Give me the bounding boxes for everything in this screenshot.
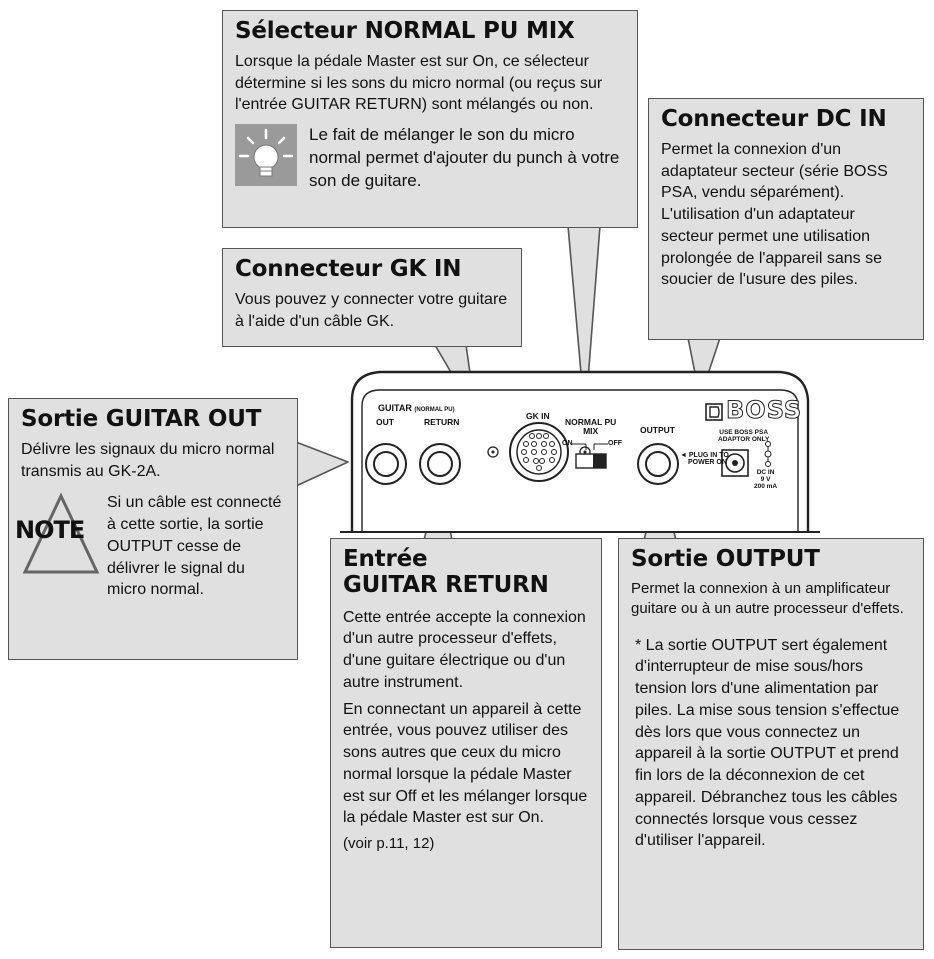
- out-label: OUT: [376, 417, 394, 427]
- psa-label-group: USE BOSS PSA ADAPTOR ONLY: [718, 429, 770, 444]
- gk-in-connector[interactable]: [487, 422, 591, 482]
- gk-in-label: GK IN: [526, 411, 550, 421]
- output-label: OUTPUT: [640, 425, 675, 435]
- mix-label-group: NORMAL PU MIX: [565, 418, 616, 436]
- plug-in-label-group: ◄ PLUG IN TO POWER ON: [680, 452, 729, 467]
- guitar-return-title-2: GUITAR RETURN: [343, 571, 549, 598]
- mix-label-1: NORMAL PU: [565, 417, 617, 427]
- normal-pu-mix-tip-text: Le fait de mélanger le son du micro norm…: [309, 125, 620, 190]
- output-text-2: * La sortie OUTPUT sert également d'inte…: [635, 636, 900, 850]
- callout-normal-pu-mix: Sélecteur NORMAL PU MIX Lorsque la pédal…: [222, 10, 638, 228]
- polarity-icon: [764, 441, 772, 467]
- guitar-return-ref: (voir p.11, 12): [343, 835, 435, 852]
- note-label: NOTE: [15, 516, 85, 545]
- guitar-out-title: Sortie GUITAR OUT: [21, 406, 262, 432]
- normal-pu-mix-text: Lorsque la pédale Master est sur On, ce …: [235, 52, 603, 114]
- normal-pu-mix-tip: Le fait de mélanger le son du micro norm…: [235, 124, 625, 192]
- psa-label-1: USE BOSS PSA: [719, 429, 769, 436]
- lightbulb-icon: [235, 124, 297, 186]
- guitar-out-note: NOTE Si un câble est connecté à cette so…: [15, 492, 285, 601]
- guitar-return-title: Entrée GUITAR RETURN: [343, 546, 589, 599]
- guitar-return-jack[interactable]: [419, 443, 461, 485]
- dc-in-text-2: L'utilisation d'un adaptateur secteur pe…: [661, 206, 882, 289]
- on-label: ON: [562, 440, 573, 447]
- callout-gk-in: Connecteur GK IN Vous pouvez y connecter…: [222, 248, 522, 347]
- off-label: OFF: [608, 440, 622, 447]
- normal-pu-mix-switch[interactable]: [572, 443, 608, 469]
- output-jack[interactable]: [637, 443, 679, 485]
- dc-label-2: 9 V: [760, 475, 771, 483]
- guitar-label: GUITAR: [378, 403, 412, 413]
- pedal-rear-panel: GUITAR (NORMAL PU) OUT RETURN GK IN NORM…: [340, 360, 820, 535]
- guitar-return-text-1: Cette entrée accepte la connexion d'un a…: [343, 608, 586, 691]
- dc-label-3: 200 mA: [754, 482, 778, 490]
- dc-in-text-1: Permet la connexion d'un adaptateur sect…: [661, 140, 888, 202]
- dc-in-jack[interactable]: [721, 449, 749, 477]
- callout-output: Sortie OUTPUT Permet la connexion à un a…: [618, 538, 924, 950]
- callout-guitar-out: Sortie GUITAR OUT Délivre les signaux du…: [8, 398, 298, 660]
- note-triangle-icon: NOTE: [15, 492, 101, 576]
- guitar-return-title-1: Entrée: [343, 546, 428, 572]
- psa-label-2: ADAPTOR ONLY: [718, 435, 770, 443]
- plug-in-label-2: POWER ON: [688, 459, 727, 467]
- output-title: Sortie OUTPUT: [631, 546, 820, 572]
- gk-in-title: Connecteur GK IN: [235, 256, 462, 282]
- output-text-1: Permet la connexion à un amplificateur g…: [631, 579, 904, 618]
- mix-label-2: MIX: [583, 425, 599, 436]
- guitar-return-text-2: En connectant un appareil à cette entrée…: [343, 700, 588, 827]
- dc-in-title: Connecteur DC IN: [661, 106, 887, 132]
- guitar-out-note-text: Si un câble est connecté à cette sortie,…: [107, 494, 282, 599]
- boss-logo-text: BOSS: [725, 396, 803, 424]
- dc-label-group: DC IN 9 V 200 mA: [754, 469, 778, 490]
- gk-in-text: Vous pouvez y connecter votre guitare à …: [235, 290, 508, 330]
- callout-dc-in: Connecteur DC IN Permet la connexion d'u…: [648, 98, 924, 340]
- normal-pu-label: (NORMAL PU): [414, 407, 455, 413]
- callout-guitar-return: Entrée GUITAR RETURN Cette entrée accept…: [330, 538, 602, 948]
- dc-label-1: DC IN: [756, 469, 775, 476]
- return-label: RETURN: [424, 417, 460, 427]
- guitar-out-text: Délivre les signaux du micro normal tran…: [21, 440, 275, 480]
- guitar-out-jack[interactable]: [365, 443, 407, 485]
- plug-in-label-1: ◄ PLUG IN TO: [680, 452, 729, 459]
- normal-pu-mix-title: Sélecteur NORMAL PU MIX: [235, 18, 575, 44]
